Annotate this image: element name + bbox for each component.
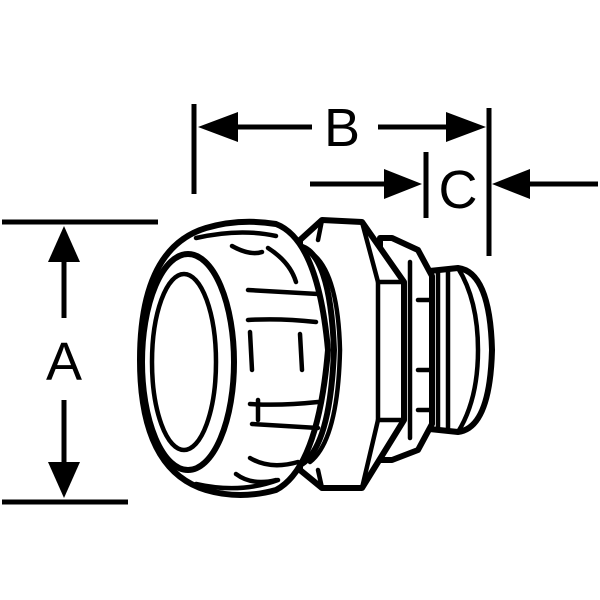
dimension-c: C <box>310 152 598 220</box>
dimension-c-arrow-right <box>492 169 530 199</box>
dimension-a: A <box>2 219 158 505</box>
dimension-a-label: A <box>46 332 82 392</box>
dimension-b: B <box>191 98 492 256</box>
dimension-a-arrow-up <box>48 226 80 262</box>
dimension-b-arrow-right <box>446 112 486 142</box>
dimension-c-label: C <box>439 160 478 220</box>
dimension-a-arrow-down <box>48 462 80 498</box>
compression-gland <box>137 218 331 498</box>
dimension-b-label: B <box>324 98 360 158</box>
dimension-b-arrow-left <box>198 112 238 142</box>
threaded-end <box>417 265 495 435</box>
dimension-c-arrow-left <box>384 169 422 199</box>
